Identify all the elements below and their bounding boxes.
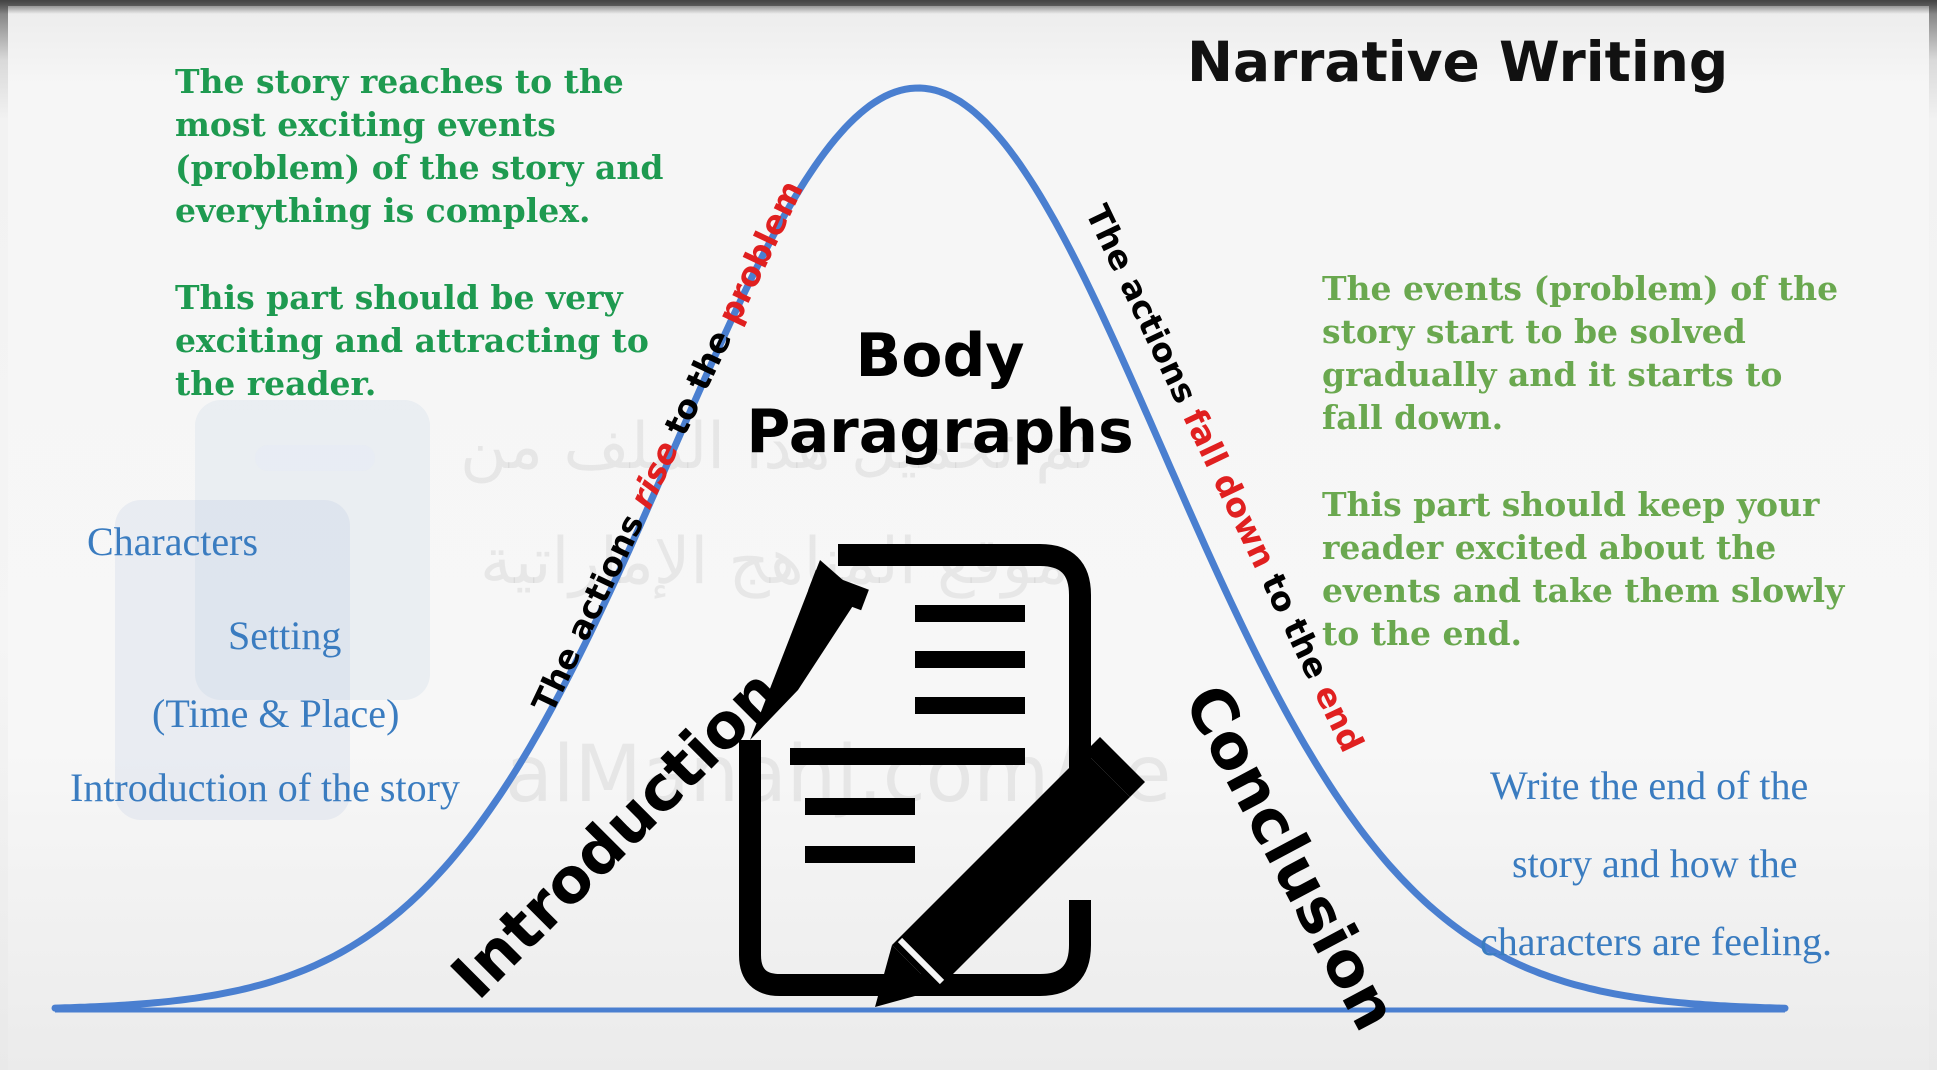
pencil-icon [875, 737, 1145, 1007]
falling-description: The events (problem) of the story start … [1322, 267, 1844, 655]
intro-characters: Characters [87, 519, 259, 564]
intro-setting: Setting [228, 613, 342, 658]
body-paragraphs-heading: Body Paragraphs [740, 318, 1140, 470]
falling-line: This part should keep your [1322, 485, 1820, 524]
rising-prefix: The actions [524, 498, 657, 719]
intro-story: Introduction of the story [70, 765, 460, 810]
falling-line: story start to be solved [1322, 312, 1746, 351]
narrative-curve [51, 84, 1789, 1012]
rising-object: problem [709, 174, 811, 330]
climax-line: most exciting events [175, 105, 556, 144]
falling-line: fall down. [1322, 398, 1504, 437]
end-line: story and how the [1512, 841, 1798, 886]
falling-object: end [1307, 679, 1372, 759]
end-line: Write the end of the [1490, 763, 1809, 808]
climax-line: everything is complex. [175, 191, 591, 230]
climax-line: This part should be very [175, 278, 623, 317]
body-heading-line2: Paragraphs [746, 397, 1134, 467]
falling-line: to the end. [1322, 614, 1523, 653]
falling-line: events and take them slowly [1322, 571, 1845, 610]
climax-line: the reader. [175, 364, 377, 403]
document-icon [739, 544, 1091, 996]
conclusion-label: Conclusion [1170, 673, 1413, 1042]
body-heading-line1: Body [855, 321, 1025, 391]
page-title: Narrative Writing [1187, 30, 1729, 94]
watermark-arabic-line1: تم تحميل هذا الملف من [460, 410, 1096, 484]
video-top-bar [0, 0, 1937, 14]
falling-line: The events (problem) of the [1322, 269, 1839, 308]
climax-line: The story reaches to the [175, 62, 624, 101]
rising-middle: to the [651, 313, 744, 451]
end-line: characters are feeling. [1480, 919, 1832, 964]
climax-description: The story reaches to the most exciting e… [175, 60, 663, 405]
climax-line: (problem) of the story and [175, 148, 664, 187]
climax-line: exciting and attracting to [175, 321, 649, 360]
falling-line: gradually and it starts to [1322, 355, 1783, 394]
falling-verb: fall down [1175, 403, 1284, 574]
falling-line: reader excited about the [1322, 528, 1777, 567]
intro-time-place: (Time & Place) [152, 691, 400, 736]
